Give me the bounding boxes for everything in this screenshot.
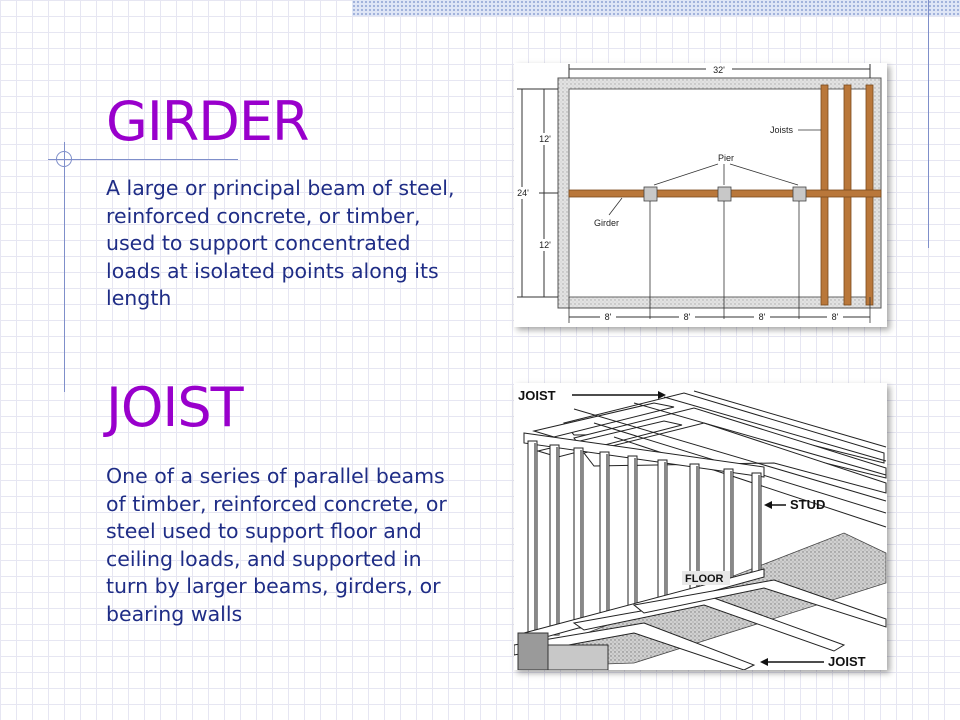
bay-4-label: 8' [832,312,839,322]
pier-1 [643,186,658,202]
joists-label: Joists [770,125,794,135]
pier-3 [792,186,807,202]
joist-bottom-label: JOIST [828,654,866,669]
decorative-vertical-line [64,142,65,392]
girder-plan-diagram: 32' 24' 12' 12' Pier Joists Girder [514,63,887,327]
joist-framing-illustration: JOIST STUD FLOOR JOIST [514,383,887,670]
girder-heading: GIRDER [106,90,310,153]
stud-label: STUD [790,497,825,512]
header-pattern-band [352,0,960,16]
pier-2 [717,186,732,202]
floor-joists [514,579,887,670]
decorative-circle [56,151,72,167]
overall-depth-label: 24' [517,188,529,198]
joist-top-label: JOIST [518,388,556,403]
girder-plan-svg: 32' 24' 12' 12' Pier Joists Girder [515,63,882,323]
top-plate [523,432,765,478]
decorative-horizontal-line [48,159,238,160]
pier-label: Pier [718,153,734,163]
stud-shading [534,443,761,635]
joist-framing-svg: JOIST STUD FLOOR JOIST [514,388,887,670]
bay-2-label: 8' [684,312,691,322]
upper-half-label: 12' [539,134,551,144]
wall-studs [527,440,762,637]
girder-label: Girder [594,218,619,228]
lower-half-label: 12' [539,240,551,250]
bay-3-label: 8' [759,312,766,322]
joist-definition: One of a series of parallel beams of tim… [106,464,447,626]
bay-1-label: 8' [605,312,612,322]
decorative-right-line [928,0,929,248]
joist-heading: JOIST [106,376,244,439]
girder-definition: A large or principal beam of steel, rein… [106,176,455,310]
overall-width-label: 32' [713,65,725,75]
floor-label: FLOOR [685,573,724,585]
foundation-wall [547,644,609,670]
foundation-block [517,632,549,670]
